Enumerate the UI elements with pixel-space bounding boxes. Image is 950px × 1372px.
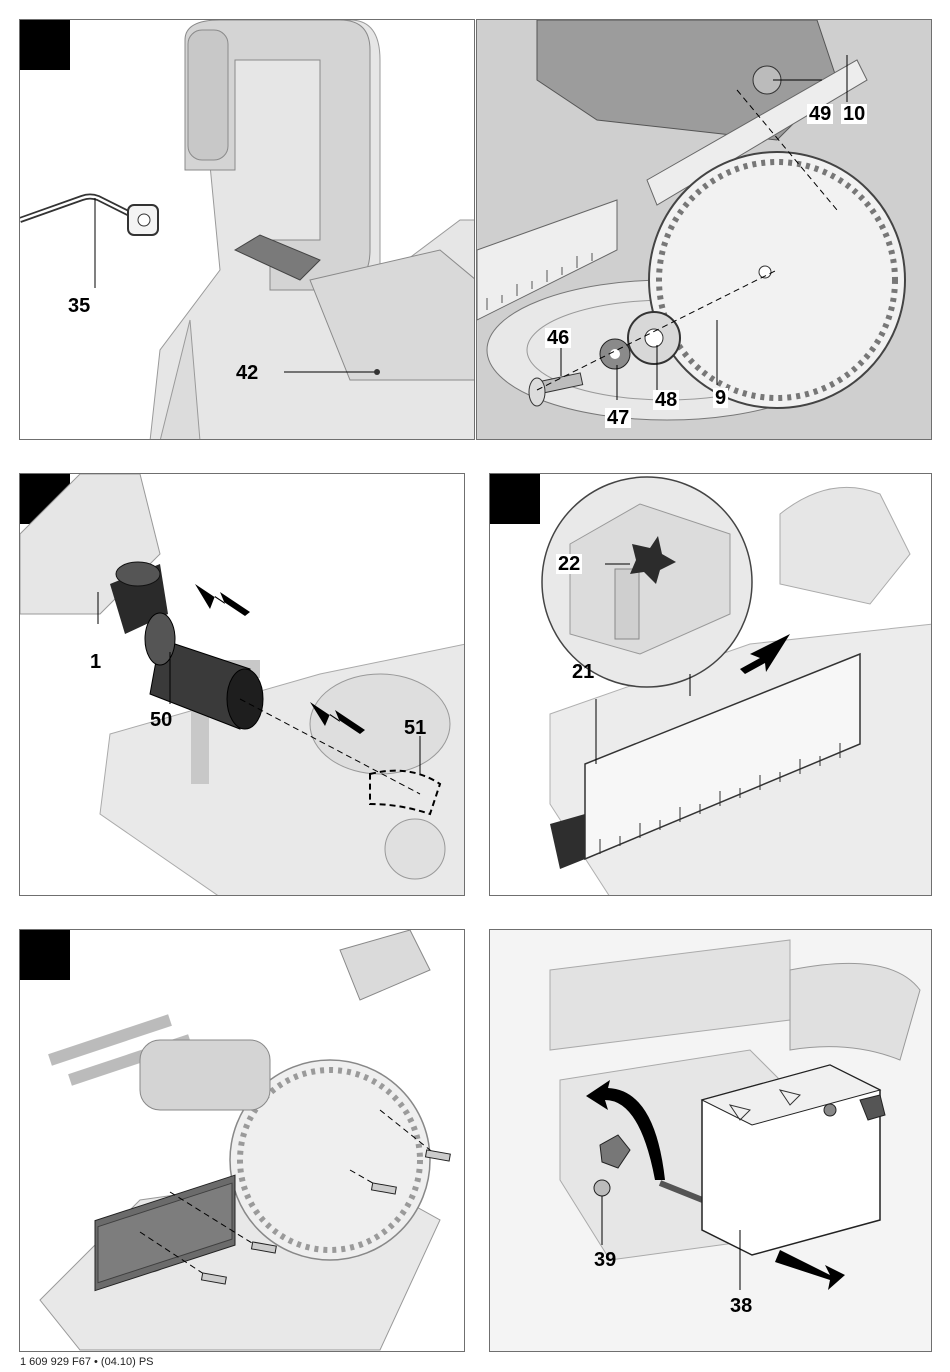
callout-35: 35 <box>68 296 90 316</box>
figure-panel-5 <box>19 929 465 1352</box>
callout-1: 1 <box>90 652 101 672</box>
callout-38: 38 <box>730 1296 752 1316</box>
figure-panel-3: 1 50 51 <box>19 473 465 896</box>
callout-39: 39 <box>594 1250 616 1270</box>
illustration-dust-adapter <box>20 474 465 896</box>
figure-panel-2: 46 47 48 9 49 10 <box>476 19 932 440</box>
callout-10: 10 <box>841 104 867 124</box>
callout-21: 21 <box>572 662 594 682</box>
figure-panel-4: 22 21 <box>489 473 932 896</box>
illustration-machine-workpiece <box>20 930 465 1352</box>
callout-47: 47 <box>605 408 631 428</box>
callout-9: 9 <box>713 388 728 408</box>
callout-49: 49 <box>807 104 833 124</box>
callout-51: 51 <box>404 718 426 738</box>
illustration-blade-assembly <box>477 20 932 440</box>
callout-42: 42 <box>236 363 258 383</box>
illustration-extension-support <box>490 930 932 1352</box>
callout-50: 50 <box>150 710 172 730</box>
figure-panel-6: 39 38 <box>489 929 932 1352</box>
illustration-fence <box>490 474 932 896</box>
callout-22: 22 <box>556 554 582 574</box>
document-code: 1 609 929 F67 • (04.10) PS <box>20 1356 154 1368</box>
callout-48: 48 <box>653 390 679 410</box>
callout-46: 46 <box>545 328 571 348</box>
figure-panel-1: 35 42 <box>19 19 475 440</box>
